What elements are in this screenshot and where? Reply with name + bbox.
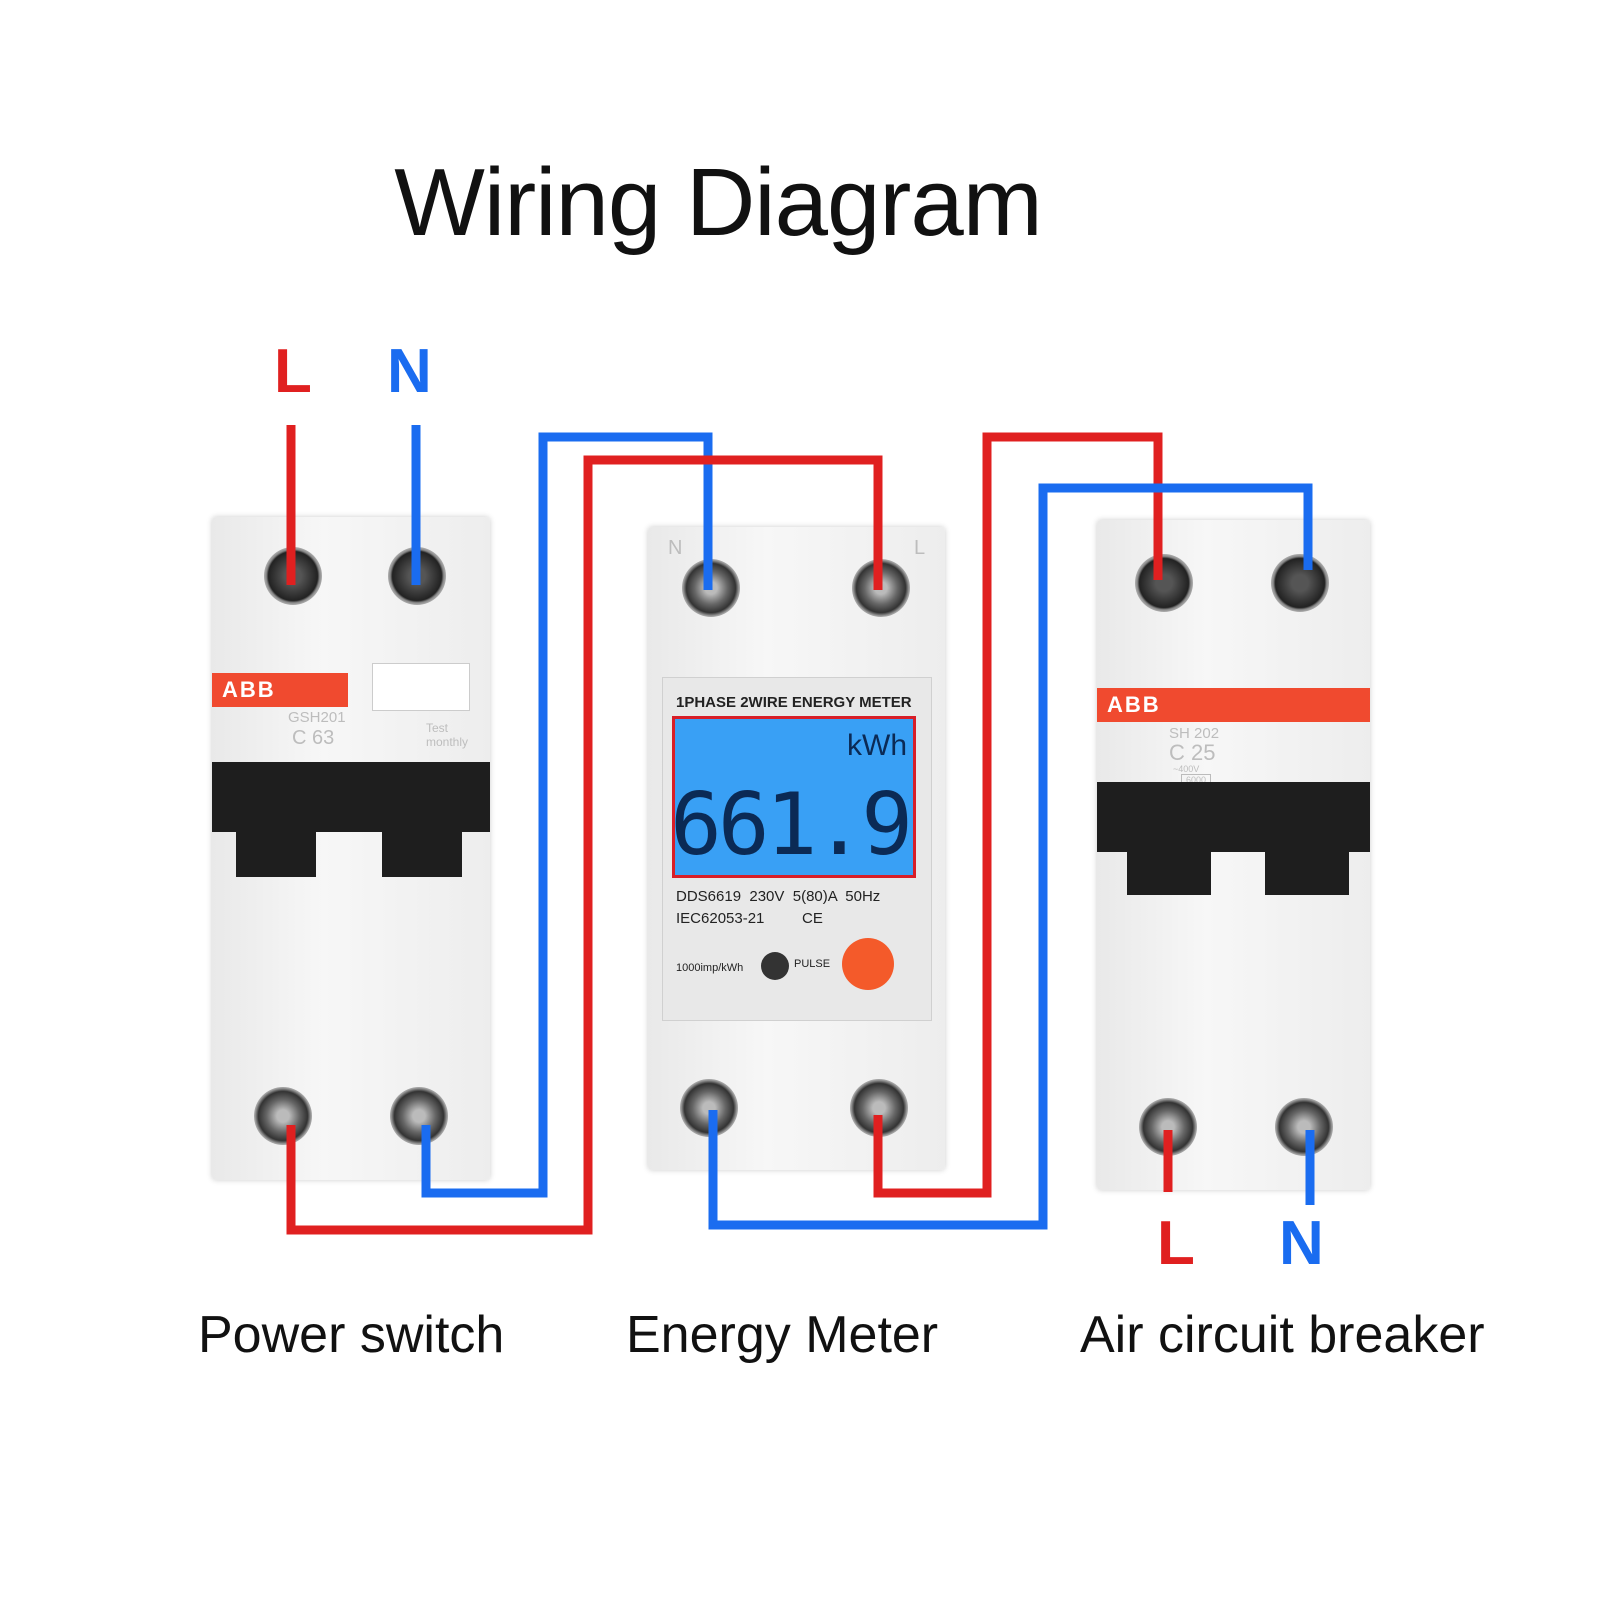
terminal-l-bottom [254,1087,312,1145]
rating-label: C 63 [292,727,335,749]
handle-tab-left [236,827,316,877]
power-switch-breaker: ABB GSH201 C 63 Test monthly [212,517,490,1180]
caption-air-breaker: Air circuit breaker [1080,1306,1485,1364]
voltage-label: ~400V [1173,764,1200,774]
pulse-led [761,952,789,980]
unit-label: kWh [847,729,907,762]
test-button[interactable] [372,663,470,711]
neutral-switch-to-meter [421,432,713,1198]
terminal-n-bottom [390,1087,448,1145]
output-live-label: L [1157,1209,1195,1278]
toggle-handle[interactable] [212,762,490,832]
term-l-label: L [914,537,926,559]
caption-power-switch: Power switch [198,1306,505,1364]
abb-logo: ABB [1097,688,1370,722]
term-n-label: N [668,537,683,559]
air-circuit-breaker: ABB SH 202 C 25 ~400V 6000 [1097,520,1370,1190]
meter-standard: IEC62053-21 [676,910,765,927]
terminal-n-top [1271,554,1329,612]
meter-header: 1PHASE 2WIRE ENERGY METER [676,694,912,711]
output-neutral-label: N [1279,1209,1324,1278]
meter-spec: DDS6619 230V 5(80)A 50Hz [676,888,881,905]
handle-tab-right [382,827,462,877]
live-meter-to-breaker [873,432,1163,1198]
imp-label: 1000imp/kWh [676,962,744,974]
pulse-label: PULSE [794,958,831,970]
caption-energy-meter: Energy Meter [626,1306,939,1364]
ce-mark: CE [802,910,823,927]
terminal-l-top [1135,554,1193,612]
diagram-title: Wiring Diagram [394,149,1042,256]
kwh-reading: 661.9 [670,775,913,875]
meter-button[interactable] [842,938,894,990]
terminal-n-bottom [1275,1098,1333,1156]
abb-logo: ABB [212,673,348,707]
model-label: SH 202 [1169,725,1220,742]
handle-tab-right [1265,845,1349,895]
input-live-label: L [274,337,312,406]
toggle-handle[interactable] [1097,782,1370,852]
neutral-meter-to-breaker [708,483,1313,1230]
input-neutral-label: N [387,337,432,406]
lcd-display: kWh 661.9 [670,716,916,878]
rating-label: C 25 [1169,740,1216,765]
test-label: Test monthly [426,721,469,749]
live-switch-to-meter [286,455,883,1235]
model-label: GSH201 [288,709,346,726]
handle-tab-left [1127,845,1211,895]
